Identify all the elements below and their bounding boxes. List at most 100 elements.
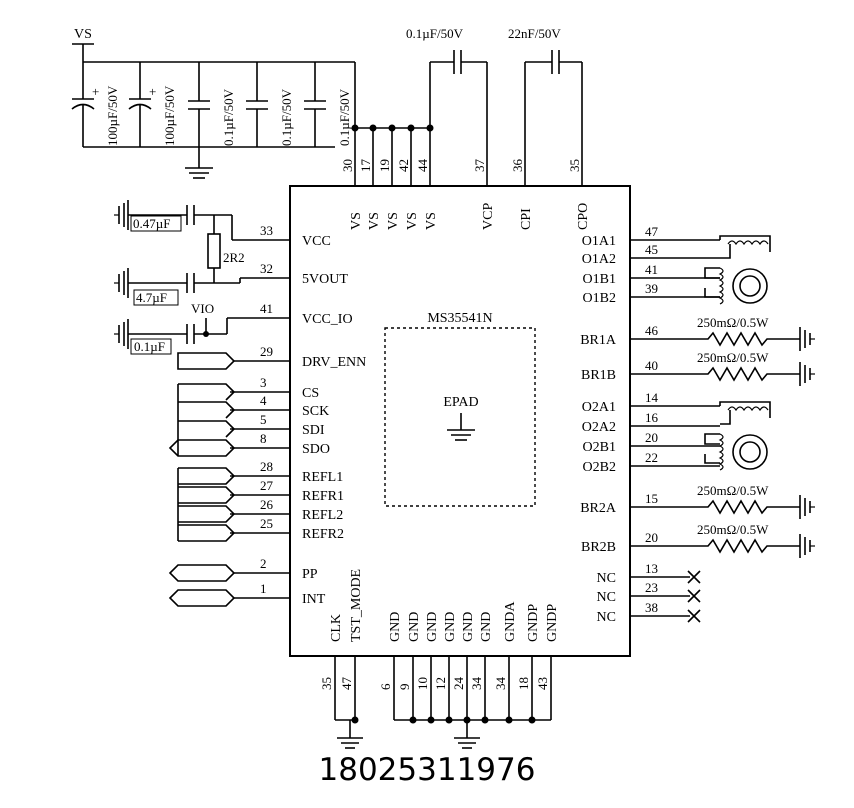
cap-4.7uF: [114, 268, 290, 298]
bulk-cap-1-value: 100µF/50V: [105, 85, 120, 146]
resistor-2r2-value: 2R2: [223, 250, 245, 265]
left-pin-number: 5: [260, 412, 267, 427]
top-pin-name: CPO: [576, 203, 591, 230]
bottom-pin-name: GND: [425, 612, 440, 642]
decoupling-cap-1-value: 0.1µF/50V: [221, 88, 236, 146]
nc-x-icon: [687, 609, 701, 623]
top-pin-name: VS: [405, 212, 420, 230]
left-pin-name: REFR2: [302, 527, 344, 542]
bottom-pins: CLK35TST_MODE47GND6GND9GND10GND12GND24GN…: [319, 569, 560, 720]
rail-ground-icon: [185, 147, 213, 179]
top-pin-name: CPI: [519, 208, 534, 230]
top-pin-number: 30: [340, 159, 355, 172]
left-pin-name: INT: [302, 592, 326, 607]
left-pin-number: 26: [260, 497, 274, 512]
vcp-cap-value: 0.1µF/50V: [406, 26, 464, 41]
left-pin-name: REFL2: [302, 508, 343, 523]
cpo-cap: [524, 50, 583, 186]
left-pin-number: 8: [260, 431, 267, 446]
cpo-cap-value: 22nF/50V: [508, 26, 561, 41]
top-pin-name: VS: [367, 212, 382, 230]
bottom-pin-name: GNDP: [545, 604, 560, 642]
bottom-pin-number: 9: [397, 684, 412, 691]
bottom-ground-left-icon: [337, 720, 363, 749]
right-pin-name: O1B1: [583, 272, 616, 287]
top-pin-number: 19: [377, 159, 392, 172]
right-pin-name: BR2B: [581, 540, 616, 555]
stepper-motors: [704, 235, 771, 471]
left-pins: 33VCC325VOUT41VCC_IO29DRV_ENN3CS4SCK5SDI…: [230, 223, 366, 607]
bottom-pin-number: 6: [378, 683, 393, 690]
ref-connector: [178, 524, 236, 542]
decoupling-cap-2: [246, 62, 268, 147]
nc-x-icon: [687, 570, 701, 584]
sense-resistor-label: 250mΩ/0.5W: [697, 315, 769, 330]
bulk-cap-2-value: 100µF/50V: [162, 85, 177, 146]
right-pin-name: NC: [597, 571, 616, 586]
ref-connector: [178, 486, 236, 504]
sense-resistor: [690, 538, 800, 554]
top-pin-number: 44: [415, 159, 430, 173]
right-pin-number: 16: [645, 410, 659, 425]
vs-label: VS: [74, 27, 92, 42]
bottom-pin-name: GND: [407, 612, 422, 642]
int-connector: [168, 589, 236, 607]
epad-label: EPAD: [443, 395, 478, 410]
left-pin-number: 29: [260, 344, 273, 359]
top-pin-name: VS: [349, 212, 364, 230]
svg-text:+: +: [149, 84, 156, 99]
left-pin-name: DRV_ENN: [302, 355, 366, 370]
right-pin-name: BR1B: [581, 368, 616, 383]
decoupling-cap-3: [304, 62, 326, 147]
right-pin-name: O2A1: [582, 400, 616, 415]
top-pin-name: VS: [386, 212, 401, 230]
bottom-ground-right-icon: [454, 720, 480, 749]
top-pin-number: 17: [358, 159, 373, 173]
left-pin-name: VCC: [302, 234, 331, 249]
top-pin-number: 42: [396, 159, 411, 172]
stepper-motor-2-icon: [704, 401, 771, 471]
svg-text:+: +: [92, 84, 99, 99]
left-pin-name: 5VOUT: [302, 272, 348, 287]
spi-connector: [177, 383, 235, 456]
decoupling-cap-2-value: 0.1µF/50V: [279, 88, 294, 146]
sense-resistor: [690, 331, 800, 347]
right-pin-number: 22: [645, 450, 658, 465]
bottom-pin-name: GND: [388, 612, 403, 642]
epad-ground-icon: [447, 413, 475, 441]
cap-047-value: 0.47µF: [133, 216, 170, 231]
left-pin-name: VCC_IO: [302, 312, 353, 327]
left-pin-number: 25: [260, 516, 273, 531]
left-pin-number: 33: [260, 223, 273, 238]
pp-connector: [168, 564, 236, 582]
right-pin-name: BR2A: [580, 501, 617, 516]
sense-resistor-label: 250mΩ/0.5W: [697, 522, 769, 537]
bottom-pin-name: GND: [461, 612, 476, 642]
right-pin-name: O1A2: [582, 252, 616, 267]
left-pin-name: PP: [302, 567, 318, 582]
right-pin-number: 41: [645, 262, 658, 277]
left-pin-number: 32: [260, 261, 273, 276]
sdo-connector: [168, 439, 236, 457]
bottom-pin-number: 12: [433, 677, 448, 690]
vcp-cap: [429, 50, 488, 186]
bottom-pin-number: 43: [535, 677, 550, 690]
top-pin-number: 36: [510, 159, 525, 173]
right-pin-number: 38: [645, 600, 658, 615]
left-pin-name: REFR1: [302, 489, 344, 504]
ref-connector: [178, 467, 236, 485]
right-pin-number: 14: [645, 390, 659, 405]
chip-body: [289, 185, 631, 657]
nc-marks: [687, 570, 701, 623]
bottom-pin-name: GNDA: [503, 601, 518, 642]
left-pin-number: 2: [260, 556, 267, 571]
left-pin-name: SDO: [302, 442, 330, 457]
left-pin-name: REFL1: [302, 470, 343, 485]
epad-area: [384, 327, 536, 507]
left-pin-number: 27: [260, 478, 274, 493]
drv-enn-connector: [177, 352, 236, 370]
left-connectors: [168, 352, 236, 607]
resistor-2r2: [207, 214, 290, 283]
bottom-pin-name: TST_MODE: [349, 569, 364, 642]
